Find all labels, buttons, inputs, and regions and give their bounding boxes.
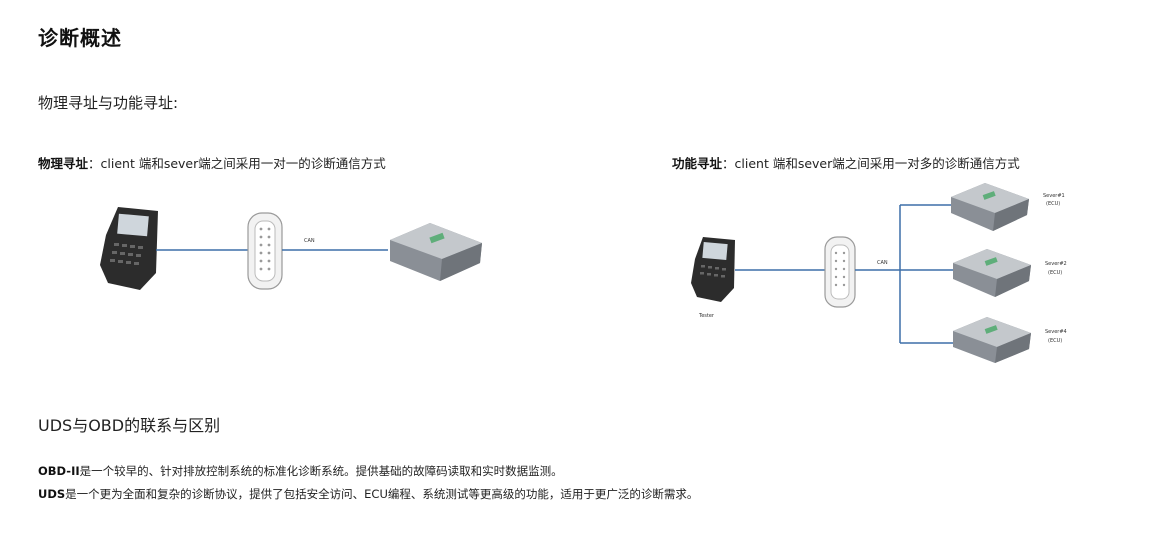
physical-can-label: CAN (304, 238, 315, 244)
functional-can-label: CAN (877, 260, 888, 266)
physical-addressing-diagram: CAN (100, 207, 482, 290)
obd-text: 是一个较早的、针对排放控制系统的标准化诊断系统。提供基础的故障码读取和实时数据监… (79, 464, 563, 478)
server-1-name: Sever#1 (1043, 193, 1065, 199)
obd-connector-icon (247, 212, 283, 290)
ecu-server-3-icon (953, 317, 1031, 363)
uds-text: 是一个更为全面和复杂的诊断协议，提供了包括安全访问、ECU编程、系统测试等更高级… (65, 487, 699, 501)
functional-addressing-text: client 端和sever端之间采用一对多的诊断通信方式 (734, 156, 1020, 171)
functional-obd-connector-icon (824, 236, 856, 308)
page-title: 诊断概述 (38, 26, 122, 50)
functional-addressing-label: 功能寻址 (672, 156, 723, 171)
server-1-sub: (ECU) (1046, 201, 1060, 207)
uds-description: UDS是一个更为全面和复杂的诊断协议，提供了包括安全访问、ECU编程、系统测试等… (38, 486, 698, 502)
ecu-icon (390, 223, 482, 281)
tester-device-icon (100, 207, 158, 290)
physical-addressing-label: 物理寻址 (38, 156, 89, 171)
obd-term: OBD-II (38, 464, 80, 478)
physical-sep: ： (88, 156, 101, 171)
server-2-name: Sever#2 (1045, 261, 1067, 267)
server-3-name: Sever#4 (1045, 329, 1067, 335)
physical-addressing-line: 物理寻址：client 端和sever端之间采用一对一的诊断通信方式 (38, 153, 386, 172)
functional-sep: ： (722, 156, 735, 171)
functional-tester-device-icon (691, 237, 735, 302)
uds-obd-heading: UDS与OBD的联系与区别 (38, 416, 221, 435)
ecu-server-1-icon (951, 183, 1029, 231)
physical-addressing-text: client 端和sever端之间采用一对一的诊断通信方式 (100, 156, 386, 171)
server-2-sub: (ECU) (1048, 270, 1062, 276)
functional-addressing-diagram: Tester CAN Sever#1 (ECU) Sever#2 (ECU) (691, 183, 1067, 363)
ecu-server-2-icon (953, 249, 1031, 297)
obd-description: OBD-II是一个较早的、针对排放控制系统的标准化诊断系统。提供基础的故障码读取… (38, 463, 563, 479)
server-3-sub: (ECU) (1048, 338, 1062, 344)
functional-addressing-line: 功能寻址：client 端和sever端之间采用一对多的诊断通信方式 (672, 153, 1020, 172)
tester-label: Tester (698, 313, 715, 319)
section-heading: 物理寻址与功能寻址: (38, 94, 179, 112)
uds-term: UDS (38, 487, 66, 501)
